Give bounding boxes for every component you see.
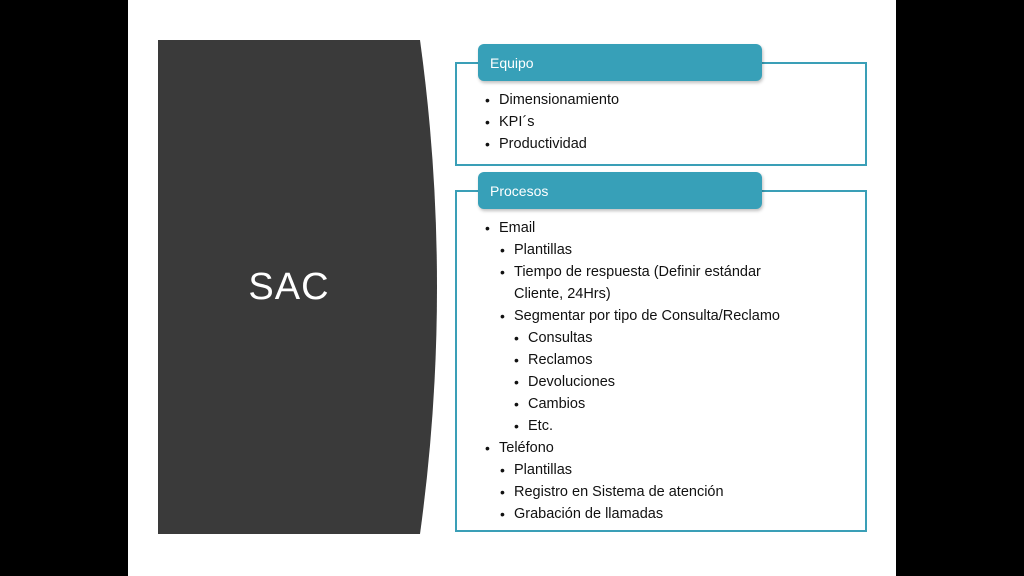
list-item: Email [485, 217, 825, 239]
equipo-list: Dimensionamiento KPI´s Productividad [485, 89, 619, 155]
sac-shape: SAC [158, 40, 438, 534]
list-item: Consultas [514, 327, 825, 349]
sac-shape-graphic [158, 40, 437, 534]
list-item: Teléfono [485, 437, 825, 459]
list-item: Devoluciones [514, 371, 825, 393]
list-item: Grabación de llamadas [500, 503, 825, 525]
list-item: Cambios [514, 393, 825, 415]
sac-title: SAC [248, 266, 330, 308]
list-item: Etc. [514, 415, 825, 437]
list-item: Plantillas [500, 459, 825, 481]
procesos-header: Procesos [478, 172, 762, 209]
equipo-header: Equipo [478, 44, 762, 81]
list-item: Plantillas [500, 239, 825, 261]
list-item: Productividad [485, 133, 619, 155]
list-item: Cliente, 24Hrs) [514, 286, 611, 302]
list-item: Reclamos [514, 349, 825, 371]
procesos-list: EmailPlantillasTiempo de respuesta (Defi… [485, 217, 825, 525]
list-item: Registro en Sistema de atención [500, 481, 825, 503]
slide: SAC Equipo Dimensionamiento KPI´s Produc… [128, 0, 896, 576]
list-item: Segmentar por tipo de Consulta/Reclamo [500, 305, 825, 327]
list-item: Tiempo de respuesta (Definir estándar [500, 261, 825, 283]
list-item: Dimensionamiento [485, 89, 619, 111]
list-item: KPI´s [485, 111, 619, 133]
